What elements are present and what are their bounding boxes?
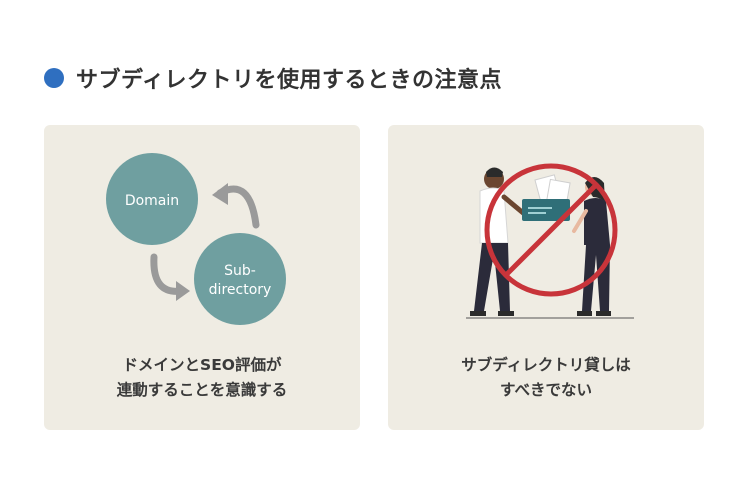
- cycle-arrow-icon: [150, 253, 190, 301]
- card-caption: ドメインとSEO評価が 連動することを意識する: [44, 353, 360, 403]
- caption-line: 連動することを意識する: [116, 381, 288, 399]
- caption-line: ドメインとSEO評価が: [122, 356, 282, 374]
- subdirectory-circle: [194, 233, 286, 325]
- person-giving-icon: [470, 167, 531, 316]
- heading-title: サブディレクトリを使用するときの注意点: [76, 68, 502, 93]
- prohibited-handover-illustration: [466, 163, 634, 319]
- card-no-subdirectory-lending: サブディレクトリ貸しは すべきでない: [388, 125, 704, 430]
- subdirectory-label-line2: directory: [209, 282, 272, 298]
- domain-subdirectory-diagram: Domain Sub- directory: [106, 153, 286, 325]
- card-domain-linkage: Domain Sub- directory ドメインとSEO評価が 連動すること…: [44, 125, 360, 430]
- bullet-dot-icon: [44, 68, 64, 88]
- cycle-arrow-icon: [212, 183, 260, 229]
- subdirectory-label-line1: Sub-: [224, 263, 256, 279]
- domain-label: Domain: [125, 193, 179, 209]
- person-receiving-icon: [572, 177, 611, 316]
- section-heading: サブディレクトリを使用するときの注意点: [44, 62, 502, 94]
- caption-line: サブディレクトリ貸しは: [461, 356, 631, 374]
- folder-documents-icon: [522, 174, 571, 221]
- prohibited-icon: [484, 163, 618, 297]
- domain-circle: [106, 153, 198, 245]
- caption-line: すべきでない: [500, 381, 592, 399]
- card-caption: サブディレクトリ貸しは すべきでない: [388, 353, 704, 403]
